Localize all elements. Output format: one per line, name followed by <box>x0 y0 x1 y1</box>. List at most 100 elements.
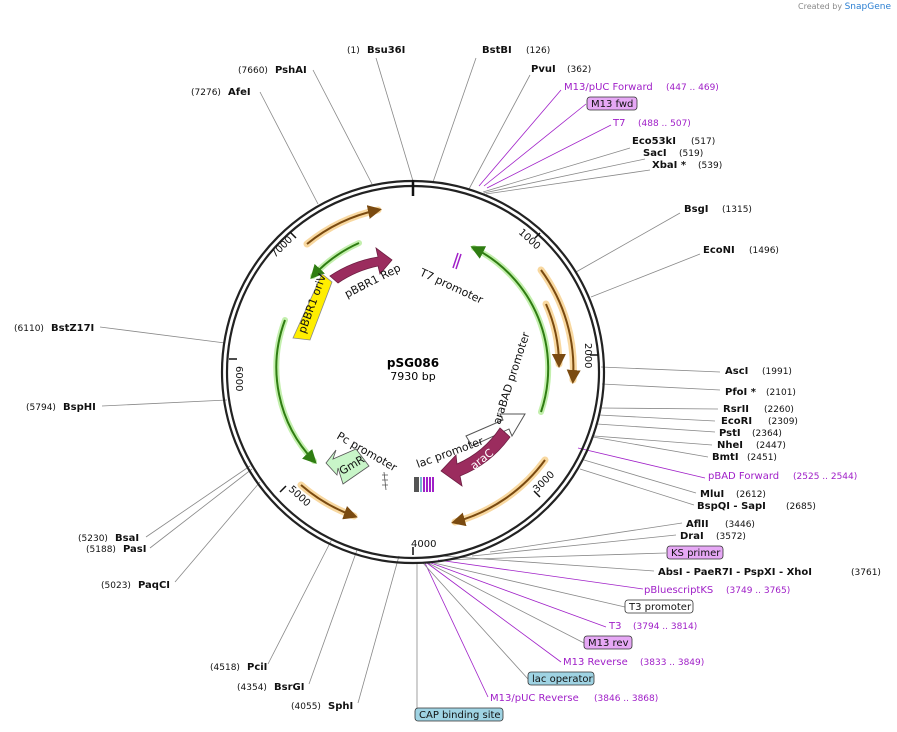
enzyme-sphi[interactable]: SphI <box>328 701 353 712</box>
tick-1000: 1000 <box>516 227 542 252</box>
enzyme-bstz17i[interactable]: BstZ17I <box>51 323 94 334</box>
enzyme-pshai[interactable]: PshAI <box>275 65 307 76</box>
primer-m13-puc-forward[interactable]: M13/pUC Forward <box>564 82 653 93</box>
enzyme-bsgi[interactable]: BsgI <box>684 204 708 215</box>
enzyme-bmti[interactable]: BmtI <box>712 452 739 463</box>
snapgene-logo: SnapGene <box>844 2 891 12</box>
enzyme-pos-afei: (7276) <box>191 88 221 98</box>
enzyme-pfoi[interactable]: PfoI * <box>725 387 757 398</box>
enzyme-pos-bspqi-sapi: (2685) <box>786 502 816 512</box>
orf-arrow-f <box>310 242 360 279</box>
primer-leader-lines <box>424 89 706 698</box>
enzyme-bsai[interactable]: BsaI <box>115 533 139 544</box>
enzyme-pos-xbai: (539) <box>698 161 722 171</box>
orf-arrow-g <box>470 246 550 413</box>
enzyme-pos-pasi: (5188) <box>86 545 116 555</box>
primer-pos-t7: (488 .. 507) <box>638 119 691 129</box>
enzyme-pos-bstbi: (126) <box>526 46 550 56</box>
enzyme-econi[interactable]: EcoNI <box>703 245 735 256</box>
orf-arrow-c <box>545 303 566 368</box>
cap-binding-site-box[interactable] <box>414 707 504 722</box>
pbbr1-rep-arrow <box>329 247 393 284</box>
primer-mark-d <box>432 477 434 492</box>
enzyme-pos-bsu36i: (1) <box>347 46 360 56</box>
enzyme-pos-pvui: (362) <box>567 65 591 75</box>
lac-operator-box[interactable] <box>527 671 595 686</box>
enzyme-pos-absi-group: (3761) <box>851 568 881 578</box>
primer-m13-reverse[interactable]: M13 Reverse <box>563 657 628 668</box>
enzyme-bspqi-sapi[interactable]: BspQI - SapI <box>697 501 766 512</box>
orf-arrow-d <box>451 459 546 527</box>
orf-arrow-h <box>275 319 317 464</box>
plasmid-length: 7930 bp <box>390 370 435 383</box>
enzyme-leader-lines <box>99 57 721 704</box>
ks-primer-box[interactable] <box>666 545 724 560</box>
enzyme-pos-econi: (1496) <box>749 246 779 256</box>
enzyme-pasi[interactable]: PasI <box>123 544 146 555</box>
enzyme-mlui[interactable]: MluI <box>700 489 724 500</box>
snapgene-credit: Created by SnapGene <box>798 2 891 12</box>
enzyme-drai[interactable]: DraI <box>680 531 704 542</box>
primer-pbad-forward[interactable]: pBAD Forward <box>708 471 779 482</box>
enzyme-aflii[interactable]: AflII <box>686 519 709 530</box>
enzyme-bsu36i[interactable]: Bsu36I <box>367 45 405 56</box>
enzyme-pos-pfoi: (2101) <box>766 388 796 398</box>
enzyme-pos-asci: (1991) <box>762 367 792 377</box>
enzyme-psti[interactable]: PstI <box>719 428 741 439</box>
enzyme-pos-bstz17i: (6110) <box>14 324 44 334</box>
enzyme-eco53ki[interactable]: Eco53kI <box>632 136 676 147</box>
enzyme-ecori[interactable]: EcoRI <box>721 416 752 427</box>
primer-pos-t3: (3794 .. 3814) <box>633 622 697 632</box>
enzyme-pos-bsrgi: (4354) <box>237 683 267 693</box>
lac-operator-label: lac operator <box>532 674 593 685</box>
enzyme-asci[interactable]: AscI <box>725 366 748 377</box>
t3-promoter-box[interactable] <box>624 599 694 614</box>
enzyme-pos-psti: (2364) <box>752 429 782 439</box>
enzyme-nhei[interactable]: NheI <box>717 440 743 451</box>
arabad-promoter-arrow <box>465 413 526 447</box>
cap-binding-site-label: CAP binding site <box>419 710 501 721</box>
primer-pos-pbad-forward: (2525 .. 2544) <box>793 472 857 482</box>
primer-mark-c <box>429 477 431 492</box>
enzyme-pos-nhei: (2447) <box>756 441 786 451</box>
pc-promoter-mark <box>382 471 388 491</box>
enzyme-pos-pshai: (7660) <box>238 66 268 76</box>
primer-mark-a <box>423 477 425 492</box>
enzyme-bsphi[interactable]: BspHI <box>63 402 96 413</box>
enzyme-bsrgi[interactable]: BsrGI <box>274 682 304 693</box>
enzyme-xbai[interactable]: XbaI * <box>652 160 687 171</box>
primer-pbluescriptks[interactable]: pBluescriptKS <box>644 585 713 596</box>
tick-2000: 2000 <box>582 343 593 368</box>
enzyme-pvui[interactable]: PvuI <box>531 64 556 75</box>
feature-leader-lines <box>416 552 667 712</box>
enzyme-pcii[interactable]: PciI <box>247 662 267 673</box>
enzyme-pos-bsai: (5230) <box>78 534 108 544</box>
tick-6000: 6000 <box>233 366 244 391</box>
m13-fwd-box[interactable] <box>586 96 638 111</box>
primer-m13-puc-reverse[interactable]: M13/pUC Reverse <box>490 693 579 704</box>
primer-pos-m13-reverse: (3833 .. 3849) <box>640 658 704 668</box>
primer-t7[interactable]: T7 <box>612 118 625 129</box>
enzyme-pos-sphi: (4055) <box>291 702 321 712</box>
enzyme-paqci[interactable]: PaqCI <box>138 580 170 591</box>
enzyme-pos-bmti: (2451) <box>747 453 777 463</box>
enzyme-pos-bsphi: (5794) <box>26 403 56 413</box>
enzyme-pos-eco53ki: (517) <box>691 137 715 147</box>
enzyme-rsrii[interactable]: RsrII <box>723 404 749 415</box>
arac-arrow <box>440 427 511 487</box>
enzyme-pos-pcii: (4518) <box>210 663 240 673</box>
m13-rev-box[interactable] <box>583 635 633 650</box>
ks-primer-label: KS primer <box>671 548 721 559</box>
enzyme-bstbi[interactable]: BstBI <box>482 45 512 56</box>
enzyme-saci[interactable]: SacI <box>643 148 667 159</box>
enzyme-afei[interactable]: AfeI <box>228 87 251 98</box>
enzyme-absi-group[interactable]: AbsI - PaeR7I - PspXI - XhoI <box>658 567 812 578</box>
enzyme-pos-saci: (519) <box>679 149 703 159</box>
primer-t3[interactable]: T3 <box>608 621 621 632</box>
enzyme-pos-aflii: (3446) <box>725 520 755 530</box>
tick-4000: 4000 <box>411 539 436 550</box>
tick-7000: 7000 <box>269 234 295 260</box>
orf-arrow-a <box>306 205 382 245</box>
primer-pos-pbluescriptks: (3749 .. 3765) <box>726 586 790 596</box>
